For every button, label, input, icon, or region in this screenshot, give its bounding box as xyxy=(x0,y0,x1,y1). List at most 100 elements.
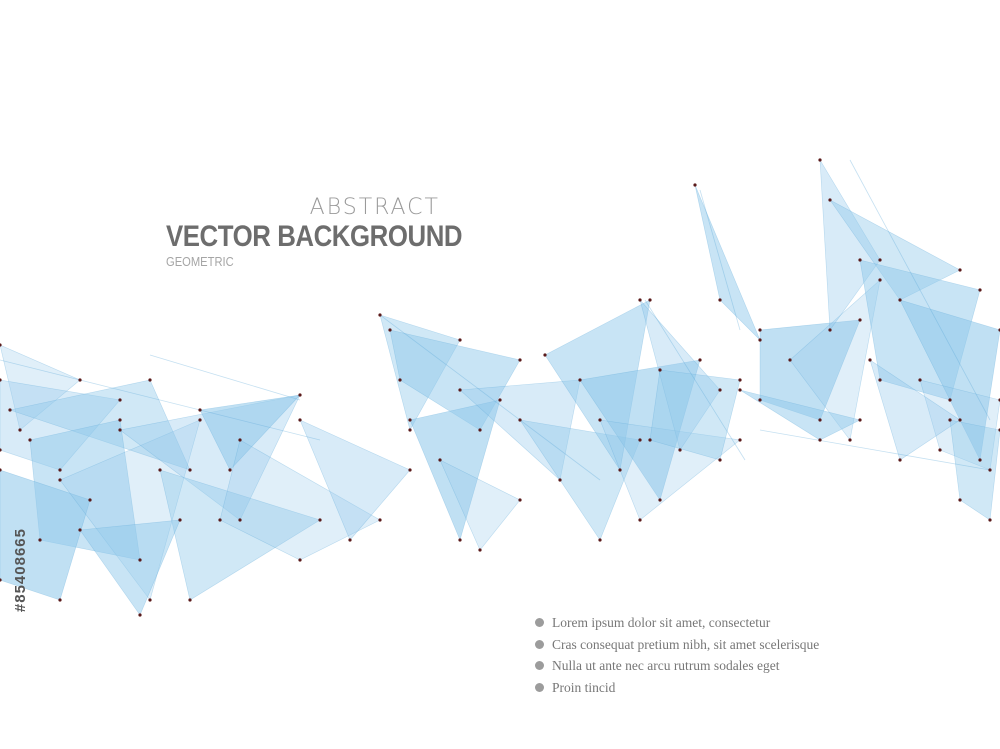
node-dot xyxy=(918,378,922,382)
node-dot xyxy=(388,328,392,332)
connector-line xyxy=(849,159,991,421)
geometric-shard xyxy=(789,279,881,441)
connector-line xyxy=(379,314,601,481)
node-dot xyxy=(518,418,522,422)
geometric-shard xyxy=(299,419,411,541)
stock-id-label: #85408665 xyxy=(12,528,29,613)
node-dot xyxy=(598,418,602,422)
heading-subtitle: GEOMETRIC xyxy=(166,254,234,269)
node-dot xyxy=(988,518,992,522)
connector-line xyxy=(0,359,321,441)
node-dot xyxy=(58,598,62,602)
node-dot xyxy=(543,353,547,357)
node-dot xyxy=(938,448,942,452)
node-dot xyxy=(638,438,642,442)
node-dot xyxy=(598,538,602,542)
geometric-shard xyxy=(379,314,461,431)
node-dot xyxy=(738,378,742,382)
node-dot xyxy=(828,328,832,332)
geometric-shard xyxy=(694,184,761,341)
heading-abstract: ABSTRACT xyxy=(309,195,440,220)
bullet-text: Nulla ut ante nec arcu rutrum sodales eg… xyxy=(552,658,780,673)
geometric-shard xyxy=(79,519,181,616)
connector-line xyxy=(644,299,746,461)
node-dot xyxy=(518,358,522,362)
node-dot xyxy=(638,518,642,522)
node-dot xyxy=(878,258,882,262)
bullet-item: Lorem ipsum dolor sit amet, consectetur xyxy=(535,612,819,634)
node-dot xyxy=(578,378,582,382)
node-dot xyxy=(298,558,302,562)
node-dot xyxy=(118,418,122,422)
node-dot xyxy=(878,378,882,382)
node-dot xyxy=(498,398,502,402)
node-dot xyxy=(788,358,792,362)
node-dot xyxy=(198,418,202,422)
node-dot xyxy=(148,598,152,602)
node-dot xyxy=(238,518,242,522)
node-dot xyxy=(818,158,822,162)
node-dot xyxy=(408,428,412,432)
connector-line xyxy=(759,429,991,471)
node-dot xyxy=(458,338,462,342)
node-dot xyxy=(158,468,162,472)
node-dot xyxy=(848,438,852,442)
node-dot xyxy=(638,298,642,302)
bullet-dot-icon xyxy=(535,639,544,649)
node-dot xyxy=(718,298,722,302)
node-dot xyxy=(698,358,702,362)
bullet-item: Cras consequat pretium nibh, sit amet sc… xyxy=(535,634,819,656)
node-dot xyxy=(58,468,62,472)
geometric-shard xyxy=(439,459,521,551)
node-dot xyxy=(958,418,962,422)
node-dot xyxy=(858,318,862,322)
node-dot xyxy=(738,438,742,442)
geometric-shard xyxy=(739,389,861,441)
node-dot xyxy=(138,613,142,617)
geometric-shard xyxy=(8,379,191,471)
node-dot xyxy=(0,578,2,582)
bullet-dot-icon xyxy=(535,682,544,692)
connector-line xyxy=(699,189,741,331)
node-dot xyxy=(238,438,242,442)
node-dot xyxy=(138,558,142,562)
bullet-item: Proin tincid xyxy=(535,677,819,699)
geometric-shard xyxy=(409,399,501,541)
node-dot xyxy=(978,458,982,462)
bullet-text: Cras consequat pretium nibh, sit amet sc… xyxy=(552,636,820,652)
geometric-shard xyxy=(159,469,321,601)
node-dot xyxy=(398,378,402,382)
node-dot xyxy=(298,393,302,397)
heading-block: ABSTRACT VECTOR BACKGROUND GEOMETRIC xyxy=(166,195,463,270)
geometric-shard xyxy=(899,299,1000,461)
node-dot xyxy=(658,498,662,502)
bullet-list: Lorem ipsum dolor sit amet, consectetur … xyxy=(535,612,819,698)
node-dot xyxy=(758,398,762,402)
node-dot xyxy=(198,408,202,412)
geometric-shard xyxy=(199,394,301,471)
node-dot xyxy=(818,418,822,422)
node-dot xyxy=(828,198,832,202)
node-dot xyxy=(818,438,822,442)
node-dot xyxy=(78,528,82,532)
node-dot xyxy=(948,398,952,402)
node-dot xyxy=(38,538,42,542)
node-dot xyxy=(378,518,382,522)
node-dot xyxy=(658,368,662,372)
bullet-text: Proin tincid xyxy=(552,679,616,695)
node-dot xyxy=(298,418,302,422)
node-dot xyxy=(438,458,442,462)
node-dot xyxy=(58,478,62,482)
node-dot xyxy=(0,378,2,382)
node-dot xyxy=(458,538,462,542)
node-dot xyxy=(898,458,902,462)
heading-title: VECTOR BACKGROUND xyxy=(166,220,463,253)
geometric-shard xyxy=(59,419,201,601)
node-dot xyxy=(18,428,22,432)
bullet-dot-icon xyxy=(535,661,544,671)
node-dot xyxy=(718,458,722,462)
node-dot xyxy=(868,358,872,362)
node-dot xyxy=(378,313,382,317)
node-dot xyxy=(678,448,682,452)
node-dot xyxy=(518,498,522,502)
